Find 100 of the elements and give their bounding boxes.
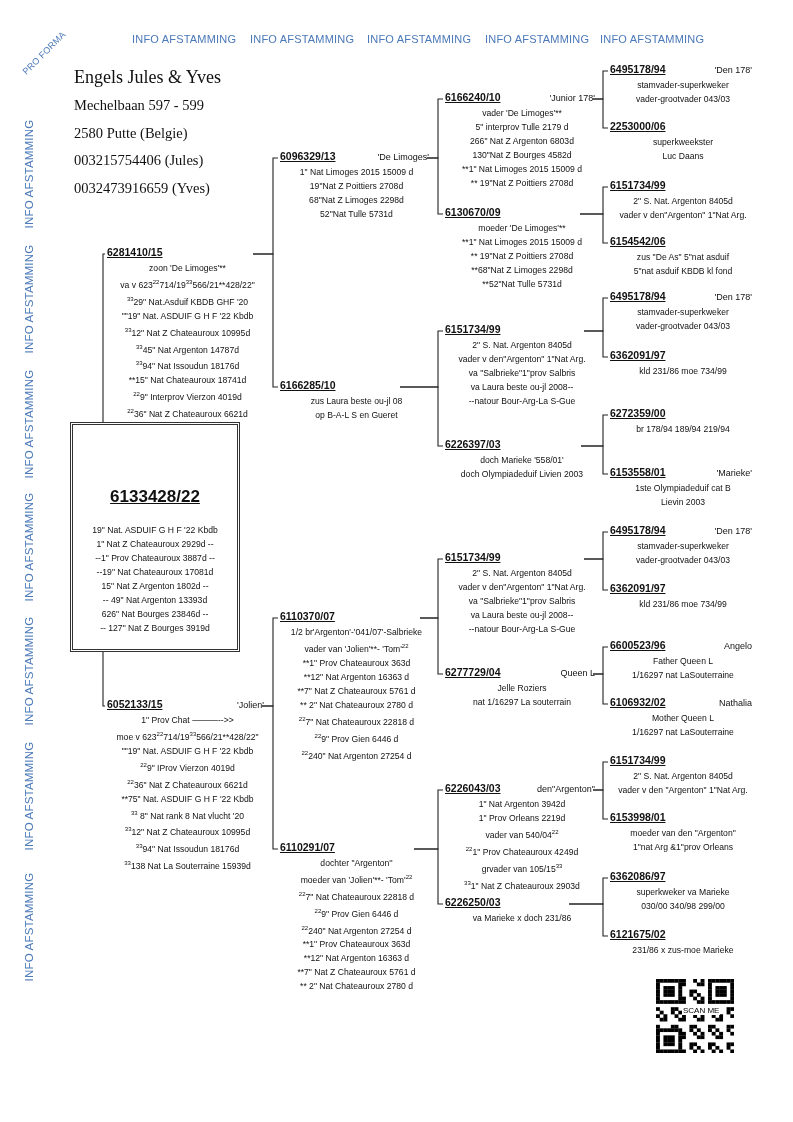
- pigeon-name: 'Junior 178': [549, 93, 595, 103]
- result-line: -- 49" Nat Argenton 13393d: [102, 594, 208, 607]
- connector-line: [261, 705, 279, 850]
- result-line: Father Queen L: [652, 655, 714, 668]
- pigeon-name: 'Jolien': [237, 700, 264, 710]
- result-line: 1/16297 nat LaSouterraine: [632, 726, 734, 739]
- ring-number: 6151734/99: [445, 323, 501, 335]
- connector-line: [413, 848, 444, 905]
- header-text: INFO AFSTAMMING: [250, 33, 355, 45]
- result-line: 1" Nat Limoges 2015 15009 d: [299, 166, 414, 179]
- header-text: INFO AFSTAMMING: [367, 33, 472, 45]
- result-line: --19" Nat Chateauroux 17081d: [96, 566, 214, 579]
- result-line: Jelle Roziers: [497, 682, 547, 695]
- result-line: 231/86 x zus-moe Marieke: [632, 944, 734, 957]
- connector-line: [252, 253, 279, 388]
- owner-name: Engels Jules & Yves: [74, 67, 221, 88]
- result-line: br 178/94 189/94 219/94: [636, 423, 730, 436]
- ring-number: 6600523/96: [610, 639, 666, 651]
- pigeon-name: Angelo: [723, 641, 752, 651]
- result-line: $^{22}$9" IProv Vierzon 4019d: [140, 760, 235, 775]
- result-line: $^{33}$12" Nat Z Chateauroux 10995d: [124, 325, 251, 340]
- result-line: 52"Nat Tulle 5731d: [320, 208, 393, 221]
- result-line: 1/2 br'Argenton'-'041/07'-Salbrieke: [290, 626, 423, 639]
- ring-number: 6106932/02: [610, 696, 666, 708]
- result-line: vader v den"Argenton" 1"Nat Arg.: [458, 581, 586, 594]
- ring-number: 6133428/22: [110, 487, 200, 507]
- side-text: INFO AFSTAMMING: [23, 741, 35, 851]
- result-line: doch Marieke '558/01': [480, 454, 564, 467]
- result-line: $^{22}$240" Nat Argenton 27254 d: [301, 748, 412, 763]
- result-line: grvader van 105/15$^{33}$: [481, 861, 563, 876]
- connector-line: [583, 330, 609, 358]
- result-line: 030/00 340/98 299/00: [641, 900, 725, 913]
- pigeon-name: 'Marieke': [716, 468, 752, 478]
- result-line: moeder 'De Limoges'**: [478, 222, 566, 235]
- connector-line: [399, 386, 444, 447]
- result-line: Mother Queen L: [651, 712, 715, 725]
- pigeon-name: 'Den 178': [714, 65, 752, 75]
- header-text: INFO AFSTAMMING: [485, 33, 590, 45]
- result-line: $^{33}$94" Nat Issoudun 18176d: [135, 359, 240, 374]
- ring-number: 6226397/03: [445, 438, 501, 450]
- result-line: $^{33}$94" Nat Issoudun 18176d: [135, 842, 240, 857]
- result-line: va v 623$^{22}$714/19$^{33}$566/21**428/22": [120, 278, 255, 292]
- result-line: nat 1/16297 La souterrain: [473, 696, 571, 709]
- result-line: **1" Prov Chateauroux 363d: [302, 656, 411, 670]
- ring-number: 6110291/07: [280, 841, 335, 853]
- result-line: moe v 623$^{22}$714/19$^{33}$566/21**428/22": [116, 730, 259, 744]
- result-line: superkweekster: [652, 136, 714, 149]
- result-line: zoon 'De Limoges'**: [149, 262, 226, 275]
- result-line: moeder van 'Jolien'**- 'Tom'$^{22}$: [300, 873, 413, 887]
- header-text: INFO AFSTAMMING: [600, 33, 705, 45]
- connector-line: [580, 445, 609, 475]
- connector-line: [592, 789, 609, 820]
- connector-line: [579, 213, 609, 244]
- ring-number: 2253000/06: [610, 120, 666, 132]
- result-line: ** 19"Nat Z Poittiers 2708d: [470, 177, 574, 190]
- result-line: 19" Nat. ASDUIF G H F '22 Kbdb: [92, 524, 218, 537]
- side-text: INFO AFSTAMMING: [23, 492, 35, 602]
- result-line: 266" Nat Z Argenton 6803d: [470, 135, 574, 148]
- pigeon-name: Nathalia: [718, 698, 752, 708]
- result-line: stamvader-superkweker: [637, 540, 729, 553]
- pigeon-name: 'De Limoges': [377, 152, 429, 162]
- side-text: INFO AFSTAMMING: [23, 369, 35, 479]
- result-line: **1" Nat Limoges 2015 15009 d: [461, 236, 583, 249]
- result-line: vader-grootvader 043/03: [635, 320, 731, 333]
- ring-number: 6153998/01: [610, 811, 666, 823]
- pedigree-box: [70, 422, 240, 652]
- ring-number: 6362086/97: [610, 870, 666, 882]
- ring-number: 6166285/10: [280, 379, 336, 391]
- result-line: 1" Nat Argenton 3942d: [478, 798, 566, 811]
- result-line: $^{33}$12" Nat Z Chateauroux 10995d: [124, 825, 251, 840]
- result-line: stamvader-superkweker: [637, 79, 729, 92]
- pigeon-name: Queen L: [560, 668, 595, 678]
- ring-number: 6281410/15: [107, 246, 163, 258]
- result-line: $^{22}$1" Prov Chateauroux 4249d: [465, 844, 579, 859]
- result-line: kld 231/86 moe 734/99: [639, 365, 727, 378]
- result-line: $^{22}$36" Nat Z Chateauroux 6621d: [127, 777, 248, 792]
- result-line: Luc Daans: [662, 150, 704, 163]
- ring-number: 6226250/03: [445, 896, 501, 908]
- result-line: **1" Nat Limoges 2015 15009 d: [461, 163, 583, 176]
- result-line: op B-A-L S en Gueret: [315, 409, 398, 422]
- side-text: INFO AFSTAMMING: [23, 119, 35, 229]
- result-line: vader 'De Limoges'**: [482, 107, 562, 120]
- result-line: $^{33}$ 8" Nat rank 8 Nat vlucht '20: [130, 808, 245, 823]
- pigeon-name: 'Den 178': [714, 292, 752, 302]
- pigeon-name: den"Argenton": [537, 784, 595, 794]
- pigeon-name: 'Den 178': [714, 526, 752, 536]
- result-line: 1" Prov Orleans 2219d: [478, 812, 566, 825]
- result-line: va "Salbrieke"1"prov Salbris: [468, 367, 576, 380]
- connector-line: [426, 157, 444, 215]
- connector-line: [102, 253, 106, 423]
- side-text: INFO AFSTAMMING: [23, 872, 35, 982]
- result-line: ""19" Nat. ASDUIF G H F '22 Kbdb: [121, 744, 254, 758]
- result-line: **68"Nat Z Limoges 2298d: [471, 264, 573, 277]
- result-line: ""19" Nat. ASDUIF G H F '22 Kbdb: [121, 309, 254, 323]
- result-line: vader v den "Argenton" 1"Nat Arg.: [618, 784, 748, 797]
- result-line: vader v den"Argenton" 1"Nat Arg.: [458, 353, 586, 366]
- result-line: 5" interprov Tulle 2179 d: [475, 121, 569, 134]
- ring-number: 6151734/99: [610, 754, 666, 766]
- result-line: superkweker va Marieke: [636, 886, 730, 899]
- result-line: ** 2" Nat Chateauroux 2780 d: [300, 980, 413, 994]
